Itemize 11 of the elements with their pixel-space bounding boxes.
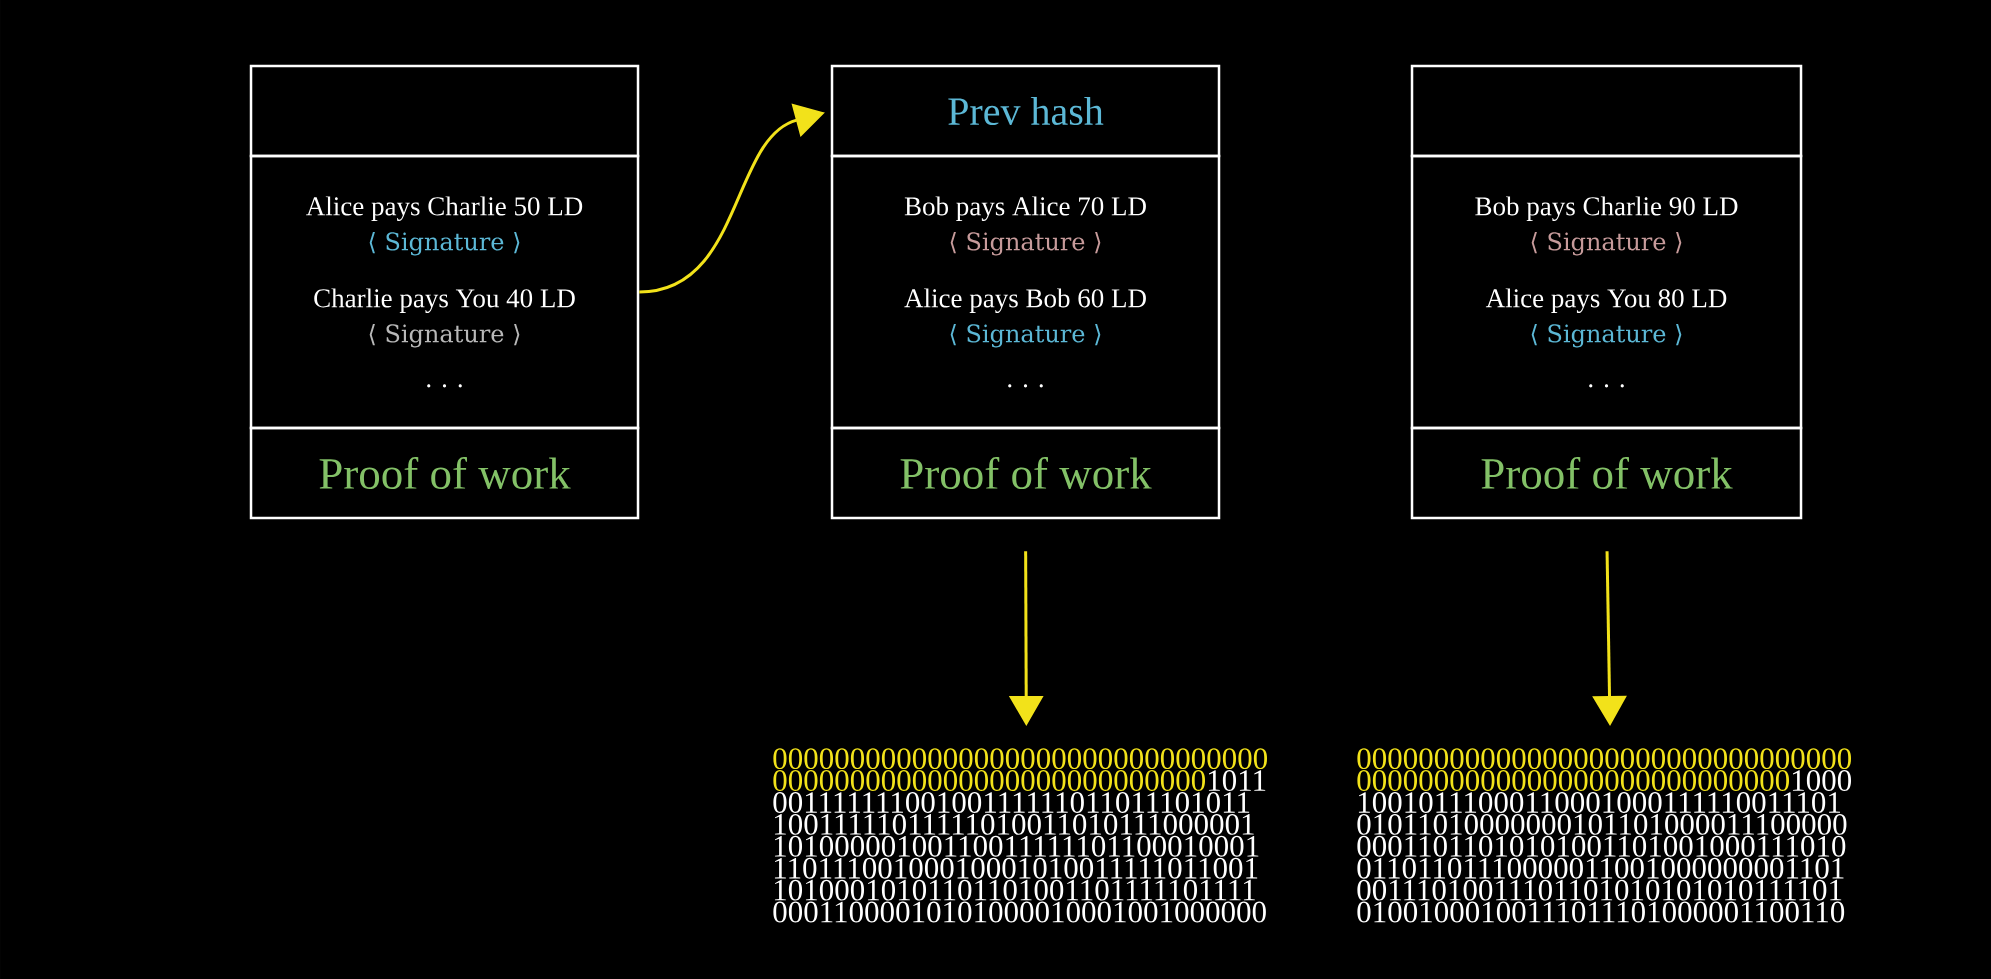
binary-hash: 00000000000000000000000000000000 00000000000000000000000000001000 10010111000110001000111110011101 01011010000000101101000011100000 00011011010101001101001000111010 01101101110000011001000000001101 00111010011101101010101010111101 01001000100111011101000001100110 [1357, 748, 1852, 923]
empty-box [1410, 64, 1803, 158]
transaction-box: Bob pays Charlie 90 LD ⟨ Signature ⟩ Alice pays You 80 LD ⟨ Signature ⟩ . . . [1410, 154, 1803, 430]
proof-box: Proof of work [249, 426, 640, 520]
transaction-box: Alice pays Charlie 50 LD ⟨ Signature ⟩ Charlie pays You 40 LD ⟨ Signature ⟩ . . . [249, 154, 640, 430]
proof-box: Proof of work [1410, 426, 1803, 520]
transaction-box: Bob pays Alice 70 LD ⟨ Signature ⟩ Alice pays Bob 60 LD ⟨ Signature ⟩ . . . [830, 154, 1221, 430]
header-box: Prev hash [830, 64, 1221, 158]
empty-box [249, 64, 640, 158]
binary-hash: 00000000000000000000000000000000 00000000000000000000000000001011 00111111100100111111011011101011 10011111011111010011010111000001 10100000100110011111101100010001 11011100100010001010011111011001 10100010101101101001101111101111 00011000010101000010001001000000 [773, 748, 1268, 923]
proof-box: Proof of work [830, 426, 1221, 520]
